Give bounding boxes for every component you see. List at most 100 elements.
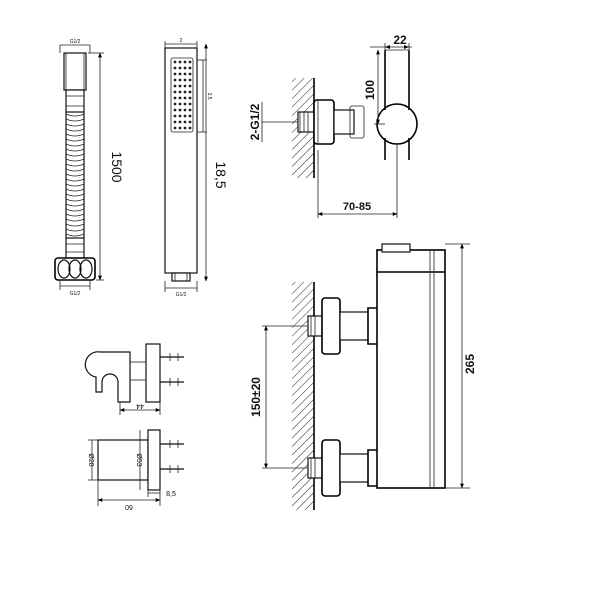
holder-front-outer-dia-label: Ø28 <box>87 453 94 466</box>
spray-nozzle <box>173 114 177 118</box>
spray-nozzle <box>173 78 177 82</box>
spray-nozzle <box>188 108 192 112</box>
spray-nozzle <box>178 96 182 100</box>
hose-coil <box>65 173 85 177</box>
holder-side-view: 44 <box>84 343 184 415</box>
spray-nozzle <box>173 90 177 94</box>
handshower-length-label: 18,5 <box>213 161 229 188</box>
spray-nozzle <box>178 114 182 118</box>
hose-coil <box>65 223 85 227</box>
hose-coil <box>65 133 85 137</box>
spray-nozzle <box>173 126 177 130</box>
shower-hose-drawing: G1/2 G1/2 1500 <box>54 39 125 297</box>
mixer-front-height-label: 265 <box>463 354 477 374</box>
spray-nozzle <box>188 90 192 94</box>
hose-coil <box>65 138 85 142</box>
spray-nozzle <box>188 84 192 88</box>
spray-nozzle <box>188 102 192 106</box>
spray-nozzle <box>183 120 187 124</box>
mixer-side-width-label: 22 <box>393 33 407 47</box>
hose-coil <box>65 143 85 147</box>
spray-nozzle <box>178 78 182 82</box>
spray-nozzle <box>178 102 182 106</box>
hose-coil <box>65 118 85 122</box>
spray-nozzle <box>188 66 192 70</box>
handshower-inner-dim-label: 3,5 <box>206 93 212 100</box>
spray-nozzle <box>173 102 177 106</box>
spray-nozzle <box>173 66 177 70</box>
hose-coil <box>65 193 85 197</box>
mixer-side-inlet-label: 2-G1/2 <box>248 103 262 140</box>
spray-nozzle <box>173 96 177 100</box>
spray-nozzle <box>183 66 187 70</box>
spray-nozzle <box>183 60 187 64</box>
mixer-front-centers-label: 150±20 <box>249 377 263 417</box>
spray-nozzle <box>183 96 187 100</box>
handshower-thread-label: G1/2 <box>176 292 187 298</box>
spray-nozzle <box>178 120 182 124</box>
hose-coil <box>65 153 85 157</box>
mixer-side-height-label: 100 <box>363 80 377 100</box>
hose-coil <box>65 158 85 162</box>
spray-nozzle <box>183 108 187 112</box>
spray-nozzle <box>178 90 182 94</box>
spray-nozzle <box>188 114 192 118</box>
spray-nozzle <box>188 126 192 130</box>
spray-nozzle <box>173 60 177 64</box>
hose-coil <box>65 163 85 167</box>
spray-nozzle <box>173 108 177 112</box>
hand-shower-drawing: 2 3,5 G1/2 18,5 <box>164 38 229 298</box>
spray-nozzle <box>178 72 182 76</box>
hose-coil <box>65 208 85 212</box>
spray-nozzle <box>188 120 192 124</box>
spray-nozzle <box>178 84 182 88</box>
spray-nozzle <box>173 72 177 76</box>
spray-nozzle <box>178 60 182 64</box>
hose-coil <box>65 183 85 187</box>
spray-nozzle <box>178 108 182 112</box>
spray-nozzle <box>183 90 187 94</box>
spray-nozzle-grid <box>173 60 192 130</box>
hose-coil <box>65 123 85 127</box>
spray-nozzle <box>188 96 192 100</box>
spray-nozzle <box>183 78 187 82</box>
spray-nozzle <box>188 60 192 64</box>
hose-coil <box>65 188 85 192</box>
holder-side-depth-label: 44 <box>136 402 144 409</box>
spray-nozzle <box>183 72 187 76</box>
spray-nozzle <box>178 126 182 130</box>
spray-nozzle <box>183 84 187 88</box>
hose-thread-bottom-label: G1/2 <box>70 291 81 297</box>
spray-nozzle <box>173 84 177 88</box>
holder-front-offset-label: 8,5 <box>166 491 176 498</box>
holder-front-view: Ø28 Ø53 60 8,5 <box>87 429 184 510</box>
holder-front-inner-dia-label: Ø53 <box>135 453 142 466</box>
hose-length-label: 1500 <box>109 151 125 182</box>
hose-coil <box>65 113 85 117</box>
hose-coil <box>65 178 85 182</box>
mixer-side-depth-label: 70-85 <box>343 201 371 213</box>
spray-nozzle <box>183 126 187 130</box>
spray-nozzle <box>178 66 182 70</box>
hose-coil <box>65 128 85 132</box>
hose-coil <box>65 218 85 222</box>
spray-nozzle <box>183 102 187 106</box>
mixer-side-view: 22 100 2-G1/2 70-85 <box>248 33 418 218</box>
hose-corrugation <box>65 113 85 237</box>
hose-coil <box>65 168 85 172</box>
spray-nozzle <box>173 120 177 124</box>
hose-coil <box>65 198 85 202</box>
spray-nozzle <box>183 114 187 118</box>
holder-front-width-label: 60 <box>125 503 133 510</box>
hose-coil <box>65 228 85 232</box>
mixer-front-view: 150±20 265 <box>249 243 477 510</box>
hose-thread-top-label: G1/2 <box>70 39 81 45</box>
spray-nozzle <box>188 78 192 82</box>
spray-nozzle <box>188 72 192 76</box>
hose-coil <box>65 233 85 237</box>
hose-coil <box>65 148 85 152</box>
handshower-top-dim-label: 2 <box>180 38 183 44</box>
hose-coil <box>65 203 85 207</box>
hose-coil <box>65 213 85 217</box>
